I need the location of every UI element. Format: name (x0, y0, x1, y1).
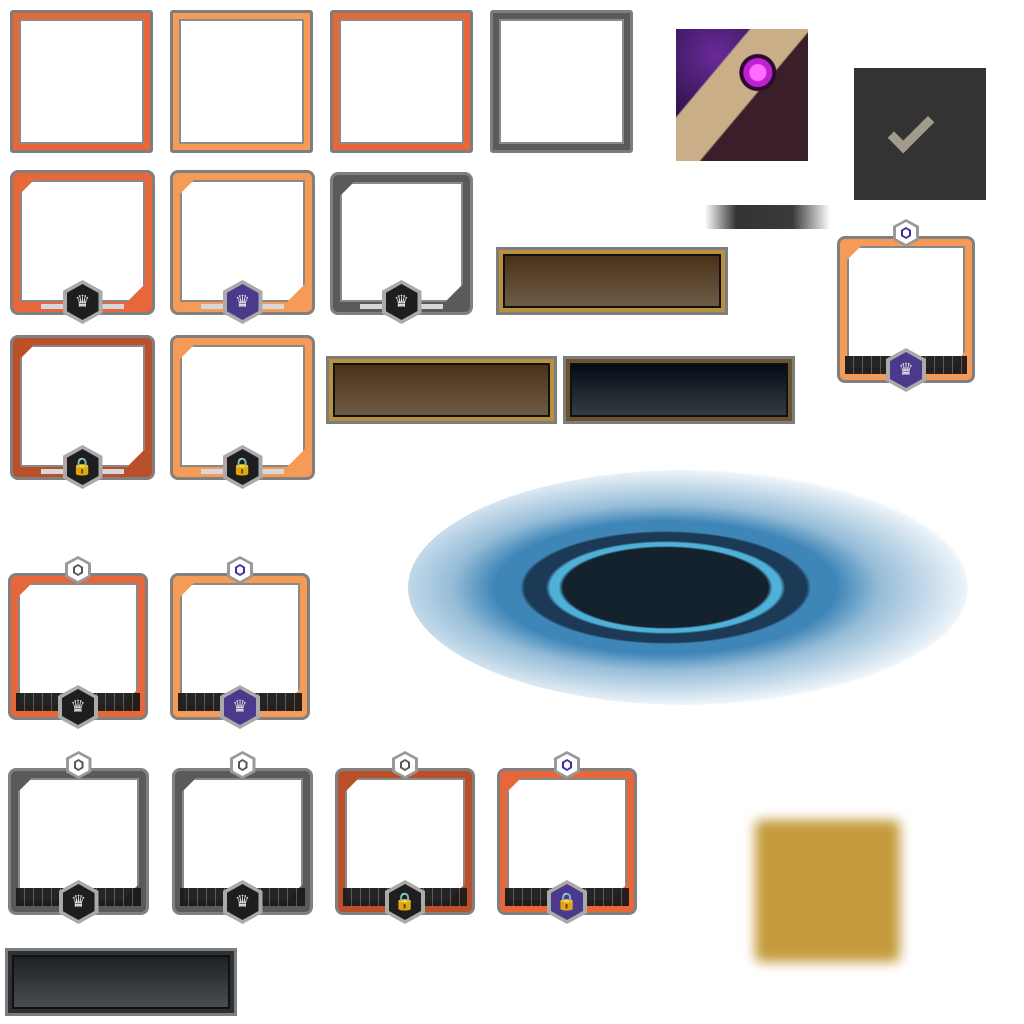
gem-inner (232, 754, 253, 776)
frame-window (499, 19, 624, 144)
tall-card-frame: 🔒 (497, 751, 637, 924)
panel-bar (563, 356, 795, 424)
hexagon-gem-icon (392, 751, 418, 779)
frame-window (339, 19, 464, 144)
hexagon-gem-icon (229, 751, 256, 779)
gem-inner (395, 754, 415, 776)
badge-inner: ♛ (385, 284, 418, 320)
hexagon-gem-icon (893, 219, 919, 247)
card-frame: 🔒 (10, 335, 155, 489)
card-frame: 🔒 (170, 335, 315, 489)
frame-window (507, 778, 627, 902)
bar-fill (333, 363, 550, 417)
badge-inner: ♛ (66, 284, 99, 320)
square-frame (10, 10, 153, 153)
tall-card-frame: ♛ (837, 219, 975, 392)
gem-inner (230, 559, 250, 581)
frame-border (173, 13, 310, 150)
badge-inner: 🔒 (66, 449, 99, 485)
tall-card-frame: 🔒 (335, 751, 475, 924)
tall-card-frame: ♛ (170, 556, 310, 729)
card-frame: ♛ (10, 170, 155, 324)
hexagon-gem-icon (65, 751, 92, 779)
square-frame (490, 10, 633, 153)
panel-bar (326, 356, 557, 424)
card-frame: ♛ (330, 172, 473, 324)
bar-rim (566, 359, 792, 421)
gem-inner (68, 559, 88, 581)
tall-card-frame: ♛ (8, 751, 149, 924)
gem-inner (68, 754, 89, 776)
crown-badge-icon: ♛ (886, 348, 926, 392)
square-frame (170, 10, 313, 153)
badge-inner: ♛ (62, 689, 94, 725)
hexagon-gem-icon (554, 751, 580, 779)
card-frame: ♛ (170, 170, 315, 324)
badge-inner: 🔒 (389, 884, 421, 920)
frame-window (340, 182, 463, 302)
badge-inner: ♛ (890, 352, 922, 388)
frame-window (20, 180, 145, 302)
badge-inner: 🔒 (226, 449, 259, 485)
frame-border (13, 13, 150, 150)
hexagon-gem-icon (65, 556, 91, 584)
crown-badge-icon: ♛ (381, 280, 422, 324)
gem-inner (896, 222, 916, 244)
tall-card-frame: ♛ (8, 556, 148, 729)
bar-fill (503, 254, 721, 308)
checkmark-icon (887, 106, 935, 154)
frame-window (19, 19, 144, 144)
frame-window (179, 19, 304, 144)
square-frame (330, 10, 473, 153)
panel-bar (5, 948, 237, 1016)
checkbox-checked[interactable] (854, 68, 986, 200)
gem-inner (557, 754, 577, 776)
bar-fill (12, 955, 230, 1009)
lock-badge-icon: 🔒 (62, 445, 103, 489)
lock-badge-icon: 🔒 (222, 445, 263, 489)
panel-bar (496, 247, 728, 315)
badge-inner: ♛ (224, 689, 256, 725)
badge-inner: ♛ (226, 884, 259, 920)
bar-rim (8, 951, 234, 1013)
bar-fill (570, 363, 788, 417)
hexagon-gem-icon (227, 556, 253, 584)
fade-bar (705, 205, 830, 229)
crown-badge-icon: ♛ (62, 280, 103, 324)
champion-portrait-icon (676, 29, 808, 161)
badge-inner: ♛ (226, 284, 259, 320)
frame-border (333, 13, 470, 150)
frame-border (493, 13, 630, 150)
tall-card-frame: ♛ (172, 751, 313, 924)
badge-inner: ♛ (62, 884, 95, 920)
vortex-portal (408, 470, 968, 705)
gold-blur-square (755, 820, 900, 962)
crown-badge-icon: ♛ (222, 280, 263, 324)
badge-inner: 🔒 (551, 884, 583, 920)
bar-rim (329, 359, 554, 421)
bar-rim (499, 250, 725, 312)
